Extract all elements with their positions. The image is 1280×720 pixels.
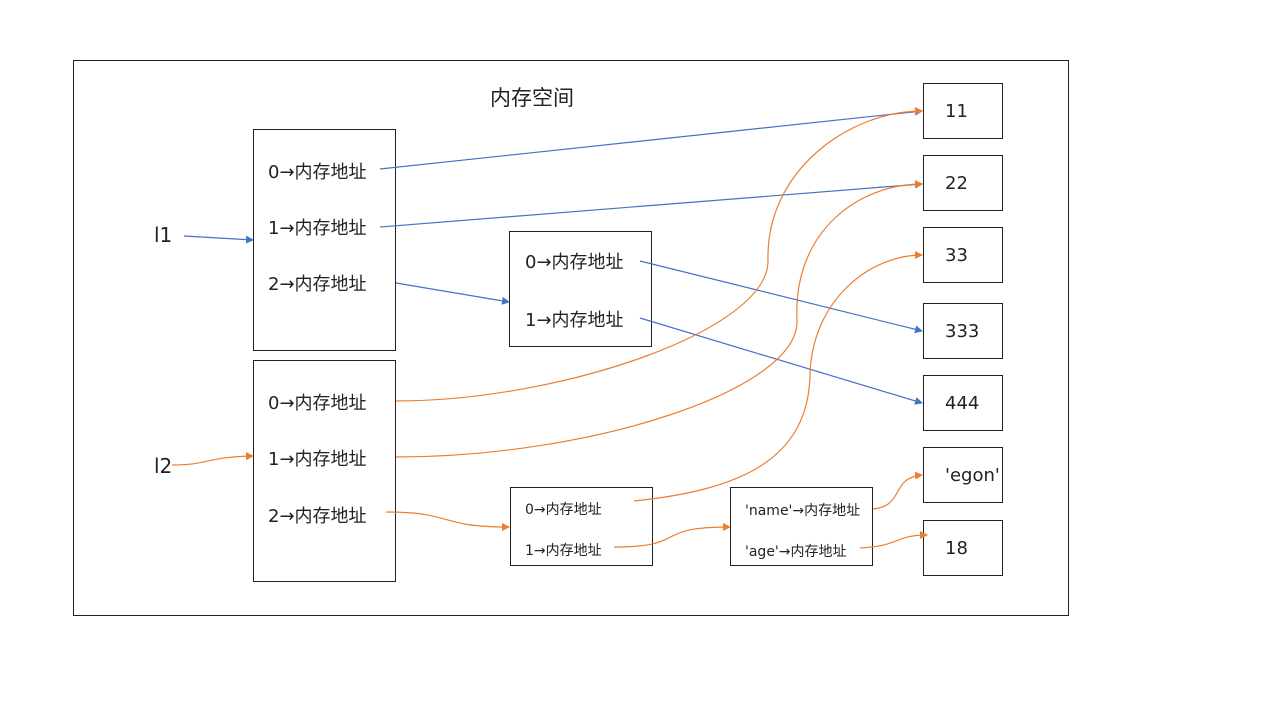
l1-sub-item-0: 0→内存地址 bbox=[525, 252, 624, 273]
value-box-444: 444 bbox=[923, 375, 1003, 431]
l1-item-0: 0→内存地址 bbox=[268, 162, 367, 183]
l2-sub-item-0: 0→内存地址 bbox=[525, 502, 602, 518]
value-box-333: 333 bbox=[923, 303, 1003, 359]
l2-sublist-box: 0→内存地址 1→内存地址 bbox=[510, 487, 653, 566]
dict-item-name: 'name'→内存地址 bbox=[745, 503, 861, 519]
l2-item-2: 2→内存地址 bbox=[268, 506, 367, 527]
diagram-title: 内存空间 bbox=[490, 86, 574, 110]
variable-l1: l1 bbox=[154, 223, 173, 247]
l1-item-1: 1→内存地址 bbox=[268, 218, 367, 239]
l2-item-0: 0→内存地址 bbox=[268, 393, 367, 414]
l2-list-box: 0→内存地址 1→内存地址 2→内存地址 bbox=[253, 360, 396, 582]
l1-sub-item-1: 1→内存地址 bbox=[525, 310, 624, 331]
l2-sub-item-1: 1→内存地址 bbox=[525, 543, 602, 559]
l1-item-2: 2→内存地址 bbox=[268, 274, 367, 295]
value-box-18: 18 bbox=[923, 520, 1003, 576]
value-box-33: 33 bbox=[923, 227, 1003, 283]
value-box-egon: 'egon' bbox=[923, 447, 1003, 503]
memory-space-frame bbox=[73, 60, 1069, 616]
l1-list-box: 0→内存地址 1→内存地址 2→内存地址 bbox=[253, 129, 396, 351]
value-box-11: 11 bbox=[923, 83, 1003, 139]
dict-item-age: 'age'→内存地址 bbox=[745, 544, 847, 560]
value-box-22: 22 bbox=[923, 155, 1003, 211]
l2-dict-box: 'name'→内存地址 'age'→内存地址 bbox=[730, 487, 873, 566]
l2-item-1: 1→内存地址 bbox=[268, 449, 367, 470]
l1-sublist-box: 0→内存地址 1→内存地址 bbox=[509, 231, 652, 347]
variable-l2: l2 bbox=[154, 454, 173, 478]
